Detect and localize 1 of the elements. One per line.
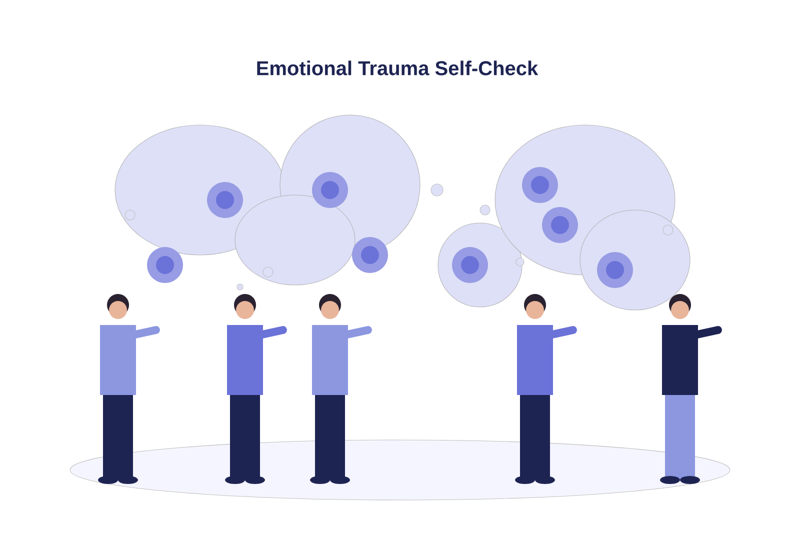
title: Emotional Trauma Self-Check: [257, 60, 538, 76]
